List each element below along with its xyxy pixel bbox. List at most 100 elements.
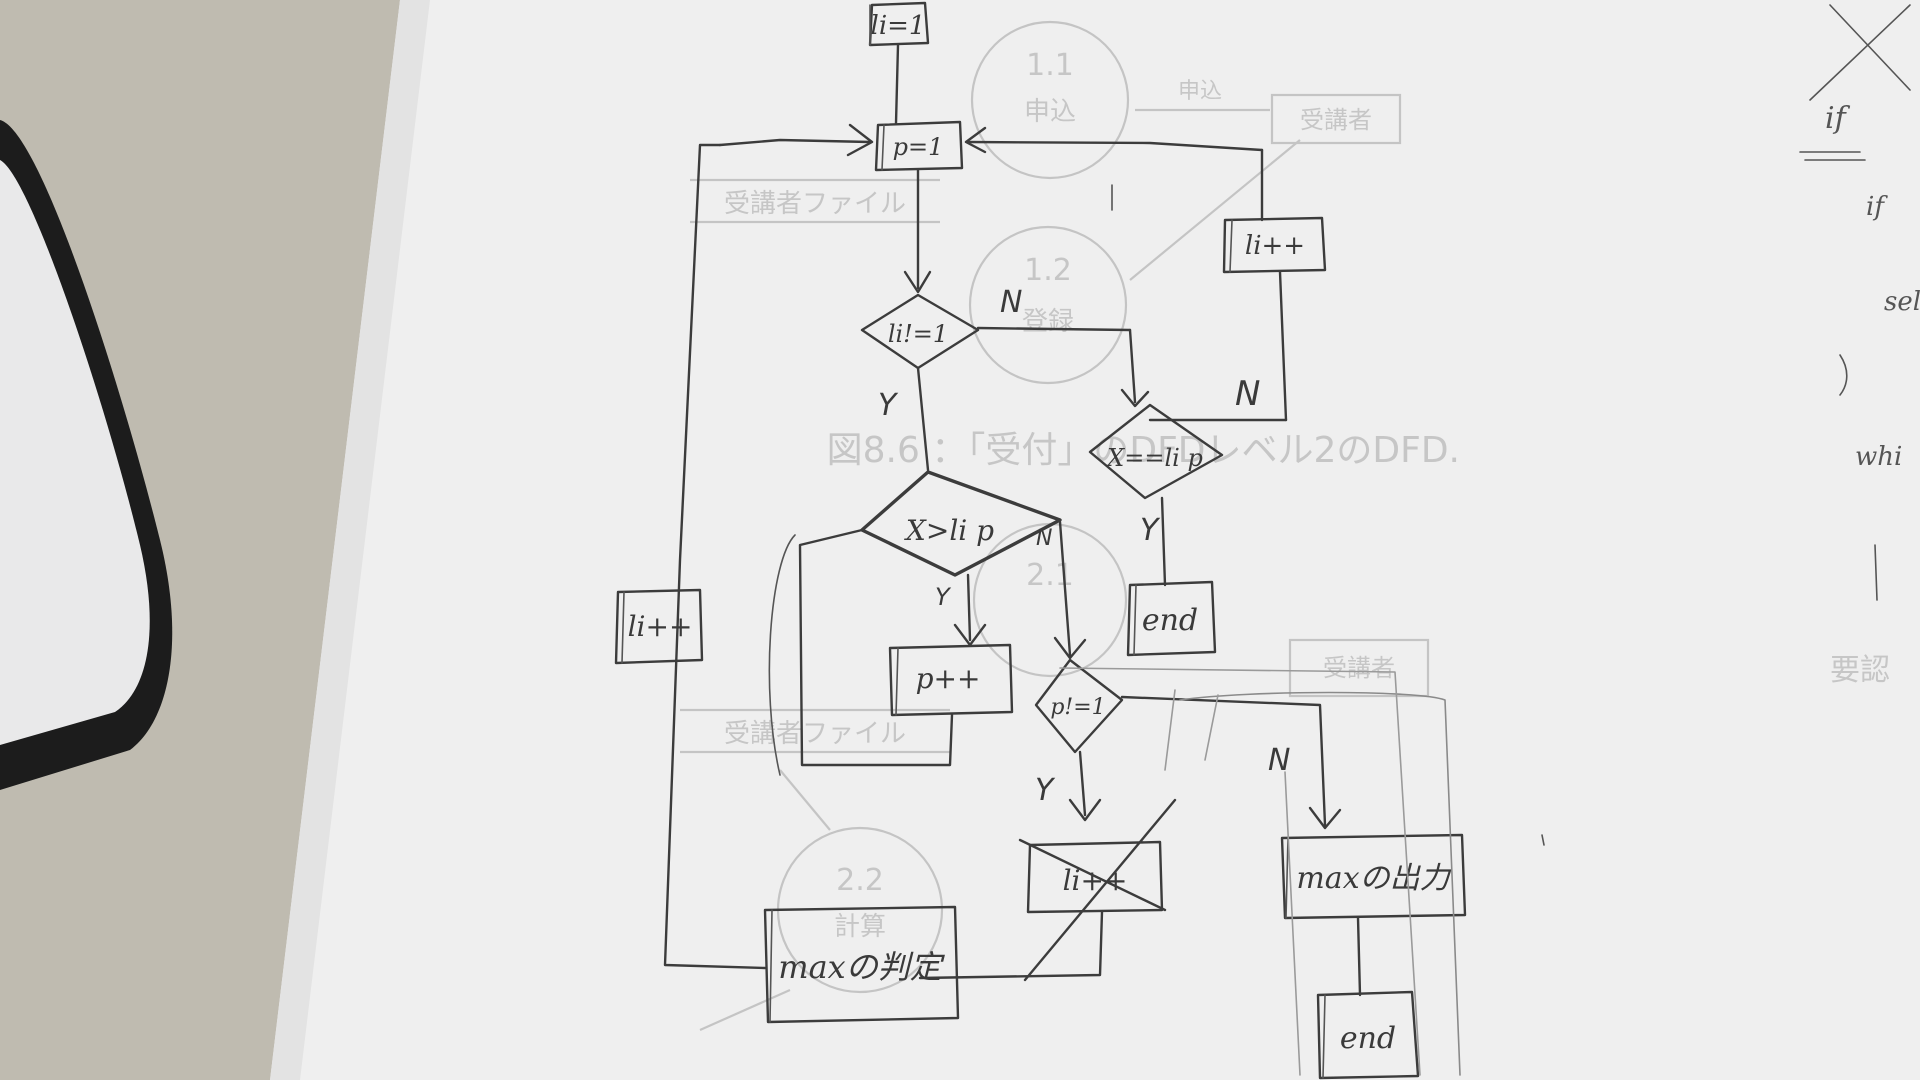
node-end-top-shape xyxy=(1126,580,1217,657)
edge-left-into-p xyxy=(718,138,872,147)
node-max-output-bar xyxy=(1285,837,1289,919)
edge-to-top-incr xyxy=(1278,270,1288,422)
edge-outer-left-loop xyxy=(663,143,767,970)
edge-incr-p-loop-sketch xyxy=(768,534,796,776)
label-n-1: N xyxy=(1000,285,1022,320)
node-init-p-bar xyxy=(881,124,885,171)
node-incr-i-left-bar xyxy=(621,591,625,664)
label-y-4: Y xyxy=(1035,773,1056,808)
edge-right-into-p xyxy=(966,140,1264,152)
sketch-guide-b xyxy=(1204,694,1219,761)
node-incr-i-left-shape xyxy=(614,588,704,665)
node-cond-p-ne-1-shape xyxy=(1034,658,1124,754)
node-cond-x-eq-shape xyxy=(1088,403,1224,500)
arrow-into-crossed xyxy=(1068,798,1102,822)
node-cond-p-ne-1-text: p!=1 xyxy=(1050,695,1105,720)
ghost-file-2-label: 受講者ファイル xyxy=(724,719,906,749)
label-n-4: N xyxy=(1268,743,1290,778)
ghost-arrow-2 xyxy=(1129,139,1301,281)
node-init-i-text: li=1 xyxy=(871,11,926,41)
paper-shadow xyxy=(270,0,430,1080)
margin-cross-b xyxy=(1809,4,1911,101)
ghost-box-1 xyxy=(1270,93,1402,145)
ghost-caption: 図8.6 ：「受付」のDFDレベル2のDFD. xyxy=(827,430,1460,471)
margin-note-sel: sel xyxy=(1884,287,1920,317)
node-incr-i-top-text: li++ xyxy=(1245,231,1305,261)
node-incr-i-top-shape xyxy=(1222,216,1327,274)
edge-cond4-y xyxy=(1078,750,1087,817)
node-max-output-text: maxの出力 xyxy=(1296,861,1451,896)
background-print: 1.1 申込 1.2 登録 2.1 2.2 計算 受講者 受講者 受講者ファイル… xyxy=(680,20,1890,1032)
node-incr-p-text: p++ xyxy=(916,662,981,695)
ghost-bubble-1-label: 1.1 xyxy=(1026,48,1074,83)
node-incr-p-bar xyxy=(895,647,899,716)
node-max-judge-shape xyxy=(763,905,960,1024)
ghost-bubble-1 xyxy=(970,20,1130,180)
node-end-bottom-bar xyxy=(1322,994,1326,1079)
ghost-bubble-2-label: 1.2 xyxy=(1024,253,1072,288)
ghost-box-1-label: 受講者 xyxy=(1300,106,1372,134)
node-max-judge-text: maxの判定 xyxy=(778,948,945,986)
ghost-bubble-4-label: 2.2 xyxy=(836,863,884,898)
ghost-bubble-2-sub: 登録 xyxy=(1022,307,1074,337)
node-incr-i-top-bar xyxy=(1229,219,1233,273)
arrow-into-max-output xyxy=(1308,806,1342,830)
edge-cond1-n xyxy=(976,326,1132,332)
arrow-into-cond4 xyxy=(1053,636,1087,660)
node-incr-i-crossed-shape xyxy=(1026,840,1164,914)
node-end-bottom-text: end xyxy=(1340,1021,1396,1056)
ghost-arrow-1-label: 申込 xyxy=(1178,79,1222,104)
margin-note-if2: if xyxy=(1866,192,1888,222)
node-cond-x-gt-text: X>li p xyxy=(904,514,994,547)
label-n-2: N xyxy=(1235,374,1260,414)
node-init-p-shape xyxy=(874,120,964,172)
label-y-1: Y xyxy=(878,388,899,423)
ghost-bubble-4-sub: 計算 xyxy=(834,912,886,942)
ghost-arrow-3 xyxy=(779,769,831,831)
laptop-screen xyxy=(0,160,150,745)
ghost-box-2-label: 受講者 xyxy=(1323,654,1395,682)
ghost-margin-label: 要認 xyxy=(1830,653,1890,688)
ghost-bubble-1-sub: 申込 xyxy=(1024,97,1076,127)
edge-cond2-y xyxy=(1160,496,1167,587)
node-cond-x-eq-text: X==li p xyxy=(1105,444,1203,472)
edge-cond1-y xyxy=(916,366,930,472)
sketch-guide-a xyxy=(1164,689,1176,771)
arrow-into-cond2 xyxy=(1120,388,1150,408)
sketch-guide-mid xyxy=(1059,667,1421,1076)
label-y-2: Y xyxy=(1140,513,1161,548)
flowchart: li=1 p=1 li++ N li!=1 N X==li p xyxy=(614,1,1545,1080)
strike-line-2 xyxy=(1023,798,1177,982)
node-max-output-shape xyxy=(1280,833,1467,920)
node-incr-i-left-text: li++ xyxy=(628,610,693,643)
margin-note-whi: whi xyxy=(1855,442,1902,472)
arrow-into-p-right xyxy=(964,126,987,154)
node-end-top-bar xyxy=(1133,584,1137,656)
node-end-bottom-shape xyxy=(1316,990,1420,1080)
sketch-guide-c xyxy=(1284,771,1301,1076)
sketch-guide-right xyxy=(1179,691,1461,1076)
strike-line-1 xyxy=(1018,838,1167,912)
ghost-arrow-4 xyxy=(699,988,791,1032)
margin-cross-a xyxy=(1829,4,1911,91)
ghost-box-2 xyxy=(1288,638,1430,698)
ghost-file-1-label: 受講者ファイル xyxy=(724,189,906,219)
node-end-top-text: end xyxy=(1142,603,1198,638)
arrow-into-p-left xyxy=(846,123,874,157)
edge-cond3-n xyxy=(1058,520,1072,657)
margin-stroke xyxy=(1874,544,1878,601)
edge-cond1-n-down xyxy=(1128,328,1137,404)
node-incr-p-shape xyxy=(888,643,1014,717)
node-init-p-text: p=1 xyxy=(893,133,944,161)
edge-cond3-y xyxy=(966,573,972,642)
edge-incr-p-loop xyxy=(798,528,954,767)
node-cond-i-ne-1-text: li!=1 xyxy=(888,320,948,348)
edge-init-i-to-p xyxy=(894,43,900,125)
label-y-3: Y xyxy=(935,583,952,611)
margin-brace xyxy=(1839,354,1848,396)
node-cond-x-gt-shape xyxy=(860,470,1062,577)
node-max-judge-bar xyxy=(769,909,773,1023)
ghost-bubble-3-label: 2.1 xyxy=(1026,558,1074,593)
